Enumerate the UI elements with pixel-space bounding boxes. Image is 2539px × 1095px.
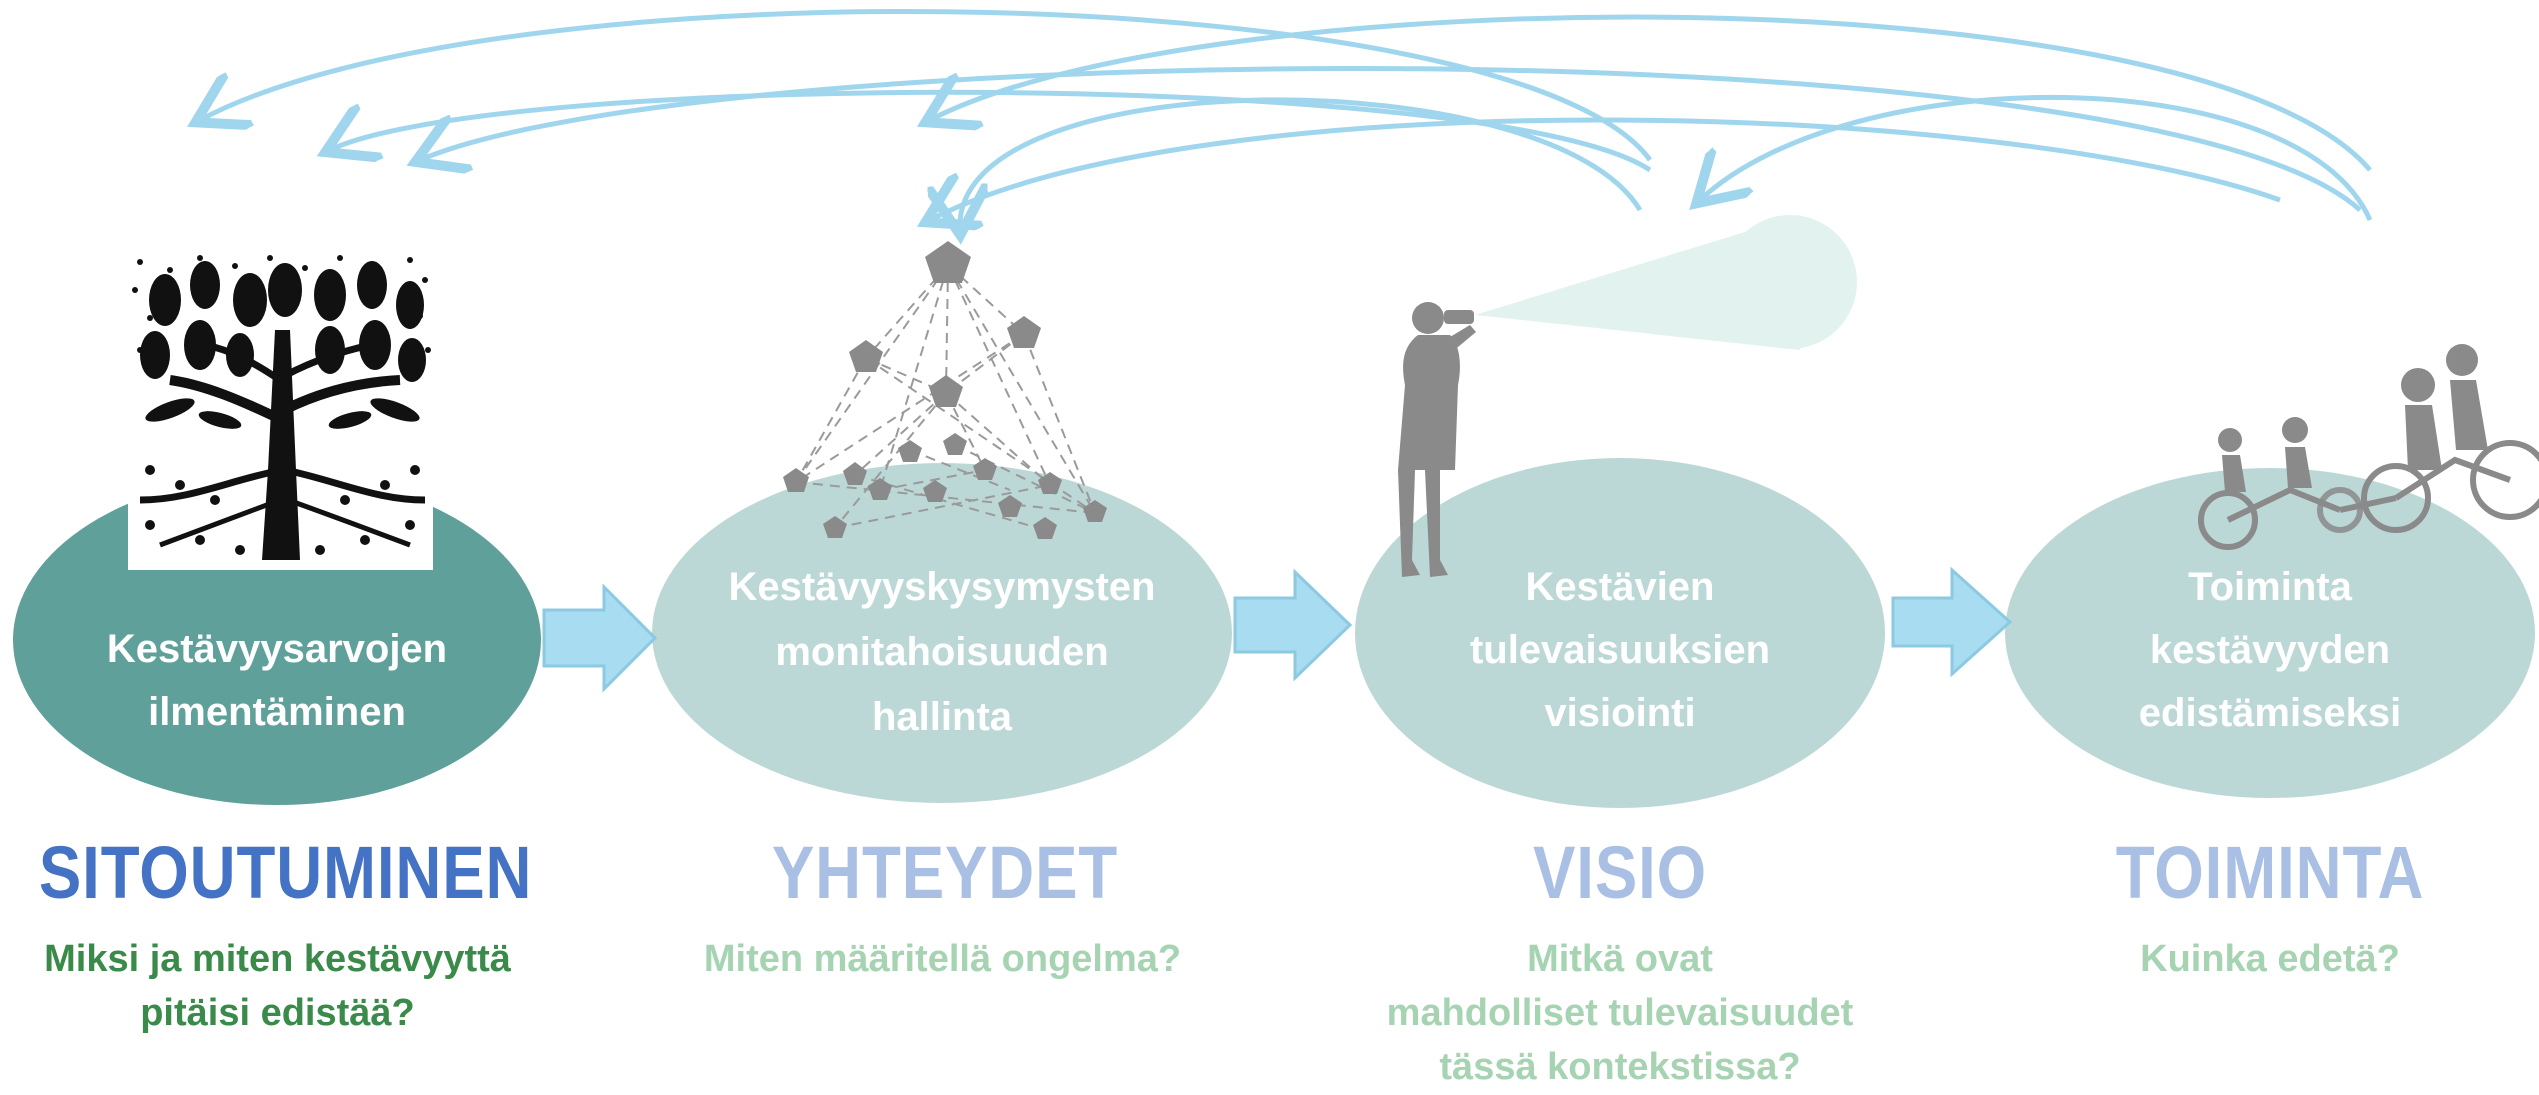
feedback-arrow: [930, 14, 2372, 172]
stage-3-question: Mitkä ovat mahdolliset tulevaisuudet täs…: [1386, 938, 1854, 1088]
feedback-arrow: [1700, 94, 2373, 222]
feedback-arrow: [420, 65, 2362, 212]
stage-1-ellipse-line: ilmentäminen: [148, 690, 406, 734]
vision-beam: [1475, 215, 1800, 350]
stage-4-ellipse-line: edistämiseksi: [2139, 691, 2401, 735]
process-arrows: [542, 566, 2013, 693]
stage-3-ellipse-line: visiointi: [1544, 691, 1695, 735]
stage-1-question: Miksi ja miten kestävyyttä pitäisi edist…: [44, 938, 511, 1034]
tree-icon: [128, 250, 433, 570]
stage-ellipse-4: [2005, 468, 2535, 798]
stage-4-question: Kuinka edetä?: [2140, 938, 2400, 980]
stage-2-ellipse-line: monitahoisuuden: [775, 630, 1108, 674]
stage-3-ellipse-line: Kestävien: [1526, 565, 1715, 609]
stage-2-question: Miten määritellä ongelma?: [703, 938, 1182, 980]
feedback-arrow: [200, 9, 1653, 162]
binoculars-person-icon: [1398, 215, 1857, 577]
stage-ellipse-3: [1355, 458, 1885, 808]
process-arrow: [1891, 566, 2013, 678]
stage-4-title: TOIMINTA: [2115, 831, 2425, 914]
feedback-arrow: [330, 89, 1652, 173]
stage-3-title: VISIO: [1532, 831, 1708, 914]
stage-2-ellipse-line: Kestävyyskysymysten: [729, 565, 1156, 609]
vision-circle: [1723, 215, 1857, 349]
stage-4-ellipse-line: kestävyyden: [2150, 628, 2390, 672]
stage-1-title: SITOUTUMINEN: [38, 831, 533, 914]
feedback-arrows: [200, 9, 2373, 230]
stage-ellipse-2: [652, 463, 1232, 803]
tandem-bicycle-icon: [2198, 344, 2539, 550]
stage-3-ellipse-line: tulevaisuuksien: [1470, 628, 1770, 672]
stage-2-title: YHTEYDET: [771, 831, 1119, 914]
network-icon: [783, 241, 1107, 539]
stage-2-ellipse-line: hallinta: [872, 695, 1013, 739]
process-arrow: [542, 583, 658, 693]
stage-1-ellipse-line: Kestävyysarvojen: [107, 627, 447, 671]
stage-4-ellipse-line: Toiminta: [2188, 565, 2352, 609]
process-arrow: [1233, 568, 1353, 682]
feedback-arrow: [930, 117, 2281, 220]
